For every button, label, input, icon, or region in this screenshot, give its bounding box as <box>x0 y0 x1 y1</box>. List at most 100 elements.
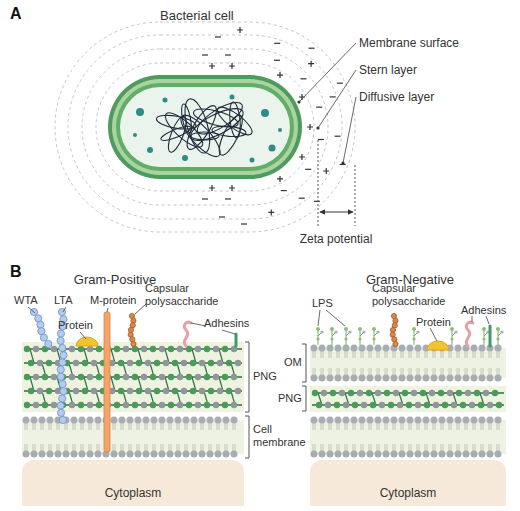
granule <box>230 95 235 100</box>
glycan-bead <box>42 374 48 380</box>
glycan-bead <box>127 388 133 394</box>
part-label: LTA <box>54 294 73 307</box>
glycan-bead <box>181 360 187 366</box>
glycan-bead <box>339 390 345 396</box>
zeta-arrow <box>320 212 353 213</box>
lipid-tail <box>193 420 195 454</box>
double-layer-contour <box>96 63 314 191</box>
layer-label: PNG <box>253 370 277 383</box>
glycan-bead <box>172 360 178 366</box>
glycan-bead <box>447 390 453 396</box>
glycan-bead <box>177 402 183 408</box>
leader-line <box>472 316 473 322</box>
negative-charge <box>318 139 324 140</box>
lipid-tail <box>121 420 123 454</box>
lipid-tail <box>393 348 395 378</box>
lipid-tail <box>497 420 499 454</box>
lipid-head <box>383 451 390 458</box>
lipid-tail <box>33 420 35 454</box>
glycan-bead <box>42 402 48 408</box>
lipid-head <box>79 451 86 458</box>
lipid-tail <box>361 420 363 454</box>
lta-chain <box>59 416 66 423</box>
positive-charge <box>299 154 305 160</box>
glycan-bead <box>195 374 201 380</box>
layer-label: PNG <box>278 392 302 405</box>
glycan-bead <box>222 402 228 408</box>
glycan-bead <box>150 346 156 352</box>
lipid-tail <box>417 348 419 378</box>
lipid-tail <box>153 420 155 454</box>
lps-molecule <box>316 327 324 345</box>
negative-charge <box>274 60 280 61</box>
zeta-boundary <box>355 165 356 226</box>
glycan-bead <box>195 402 201 408</box>
negative-charge <box>202 198 208 199</box>
leader-dot <box>341 161 344 164</box>
lipid-tail <box>385 348 387 378</box>
glycan-bead <box>213 346 219 352</box>
glycan-bead <box>217 360 223 366</box>
lipid-head <box>415 345 422 352</box>
lipid-tail <box>353 348 355 378</box>
nucleoid-strand <box>193 97 247 140</box>
glycan-bead <box>28 388 34 394</box>
glycan-bead <box>222 346 228 352</box>
capsular-chain <box>131 341 136 346</box>
positive-charge <box>229 63 235 69</box>
glycan-bead <box>361 402 367 408</box>
glycan-bead <box>96 346 102 352</box>
glycan-bead <box>325 402 331 408</box>
glycan-bead <box>123 374 129 380</box>
lipid-tail <box>393 420 395 454</box>
region-label: Cytoplasm <box>310 486 506 500</box>
glycan-bead <box>150 402 156 408</box>
lipid-head <box>87 451 94 458</box>
lipid-tail <box>201 420 203 454</box>
nucleoid-strand <box>160 124 193 143</box>
positive-charge <box>323 168 329 174</box>
lipid-head <box>495 417 502 424</box>
lps-molecule <box>358 327 366 345</box>
lipid-head <box>23 451 30 458</box>
lipid-head <box>159 451 166 458</box>
cell-wall-middle <box>112 79 298 175</box>
glycan-bead <box>141 346 147 352</box>
glycan-bead <box>136 388 142 394</box>
lps-molecule <box>330 327 338 345</box>
lipid-head <box>495 451 502 458</box>
granule <box>136 108 144 116</box>
cytoplasm-region: Cytoplasm <box>22 460 244 506</box>
lipid-head <box>39 451 46 458</box>
glycan-bead <box>141 402 147 408</box>
lipid-tail <box>209 420 211 454</box>
glycan-bead <box>388 402 394 408</box>
negative-charge <box>314 201 320 202</box>
lipid-head <box>167 417 174 424</box>
lipid-tail <box>161 420 163 454</box>
lipid-tail <box>409 348 411 378</box>
lta-chain <box>59 359 66 366</box>
glycan-bead <box>226 388 232 394</box>
lipid-head <box>415 451 422 458</box>
positive-charge <box>237 27 243 33</box>
glycan-bead <box>366 390 372 396</box>
glycan-bead <box>114 374 120 380</box>
lipid-head <box>335 375 342 382</box>
lipid-head <box>383 417 390 424</box>
lipid-head <box>335 345 342 352</box>
negative-charge <box>305 169 311 170</box>
negative-charge <box>202 54 208 55</box>
lipid-tail <box>233 420 235 454</box>
lipid-head <box>423 451 430 458</box>
glycan-bead <box>235 388 241 394</box>
lipid-head <box>487 375 494 382</box>
lipid-head <box>359 451 366 458</box>
glycan-bead <box>406 402 412 408</box>
lipid-head <box>487 417 494 424</box>
glycan-bead <box>334 402 340 408</box>
bilayer-core <box>22 420 244 454</box>
glycan-bead <box>213 402 219 408</box>
lipid-head <box>471 375 478 382</box>
lipid-head <box>479 451 486 458</box>
